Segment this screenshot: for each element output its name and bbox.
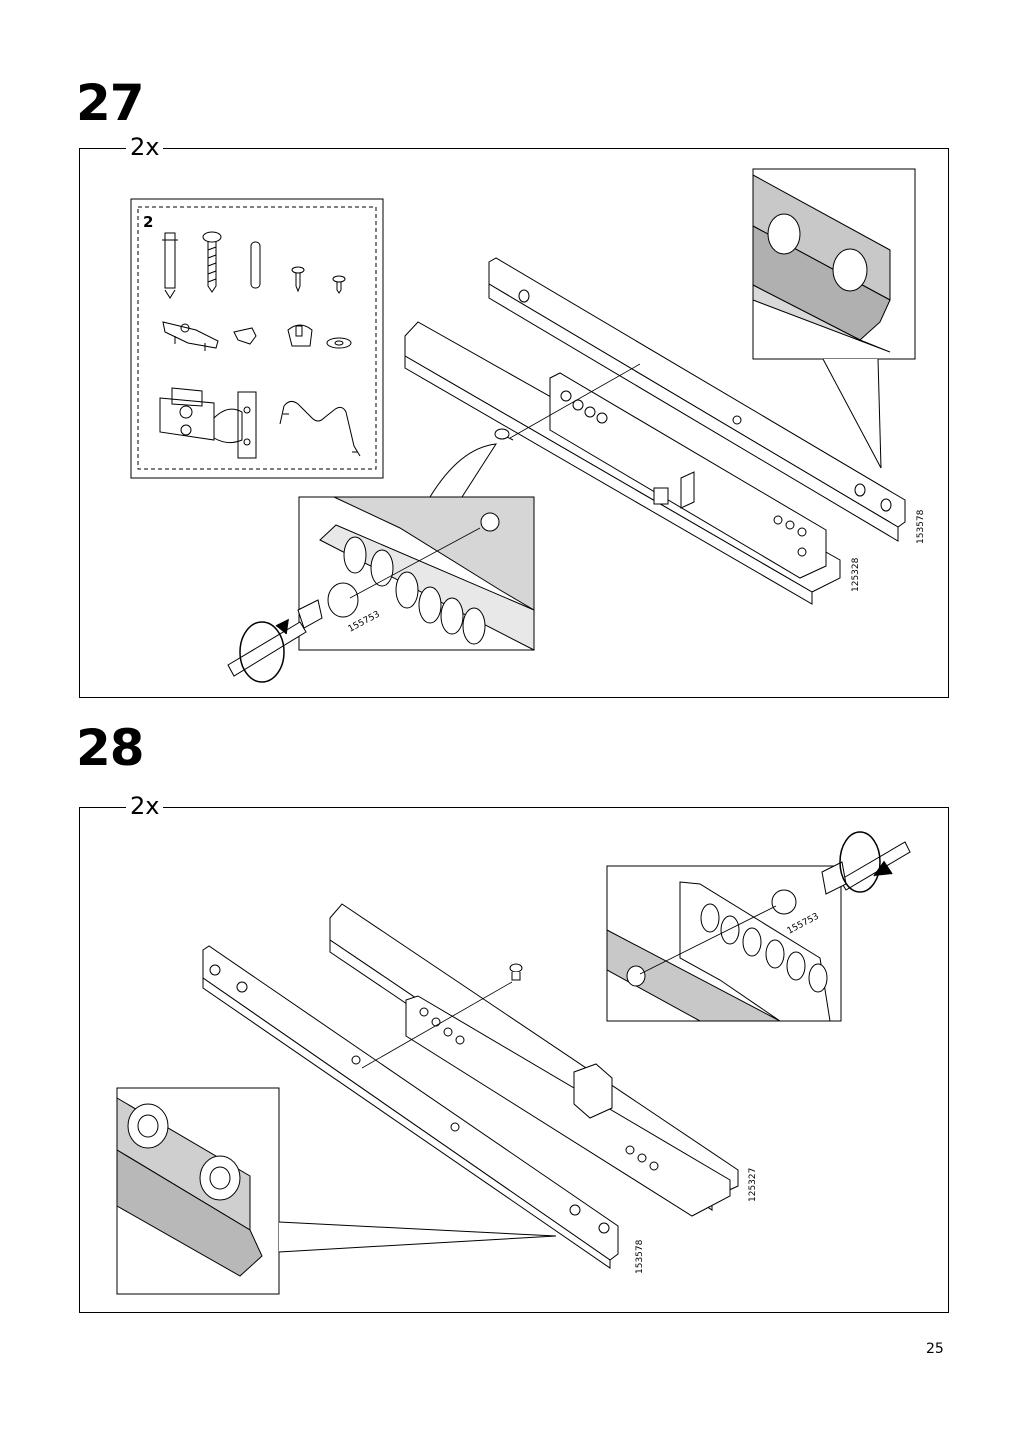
step-28-quantity: 2x xyxy=(126,794,164,818)
washer-icon xyxy=(326,337,352,349)
drawer-runner-153578 xyxy=(202,945,619,1269)
part-code-125327: 125327 xyxy=(748,1168,758,1202)
step-27-frame xyxy=(79,148,949,698)
wooden-dowel-icon xyxy=(250,241,261,289)
drawer-runner-153578 xyxy=(488,257,906,542)
parts-bag-illustration xyxy=(130,198,384,479)
drawer-slide-125327 xyxy=(329,903,739,1217)
screw-155753 xyxy=(494,428,514,441)
part-code-125328: 125328 xyxy=(851,557,861,592)
drawer-slide-125328 xyxy=(404,321,841,605)
rail-detail-callout xyxy=(116,1087,557,1295)
part-code-153578: 153578 xyxy=(635,1239,645,1274)
parts-bag-number: 2 xyxy=(143,213,153,231)
rotate-arrow-icon xyxy=(239,618,289,683)
step-27-number: 27 xyxy=(76,74,145,132)
step-28-number: 28 xyxy=(76,719,145,777)
rail-detail-callout xyxy=(752,168,916,469)
part-code-153578: 153578 xyxy=(916,509,926,544)
hinge-icon xyxy=(159,387,257,459)
screw-long-icon xyxy=(202,231,222,293)
step-27-quantity: 2x xyxy=(126,135,164,159)
tiny-screw-icon xyxy=(332,275,346,294)
page-number: 25 xyxy=(926,1341,944,1357)
small-screw-icon xyxy=(291,266,305,293)
rotate-arrow-icon xyxy=(839,831,893,893)
shelf-support-icon xyxy=(233,327,257,345)
cam-dowel-icon xyxy=(162,232,178,299)
step-28-frame xyxy=(79,807,949,1313)
wire-handle-icon xyxy=(279,400,361,457)
screw-155753 xyxy=(509,963,523,981)
screw-detail-callout xyxy=(227,443,535,677)
cam-lock-icon xyxy=(287,324,313,347)
screw-detail-callout xyxy=(606,841,911,1022)
mounting-plate-icon xyxy=(162,321,219,351)
